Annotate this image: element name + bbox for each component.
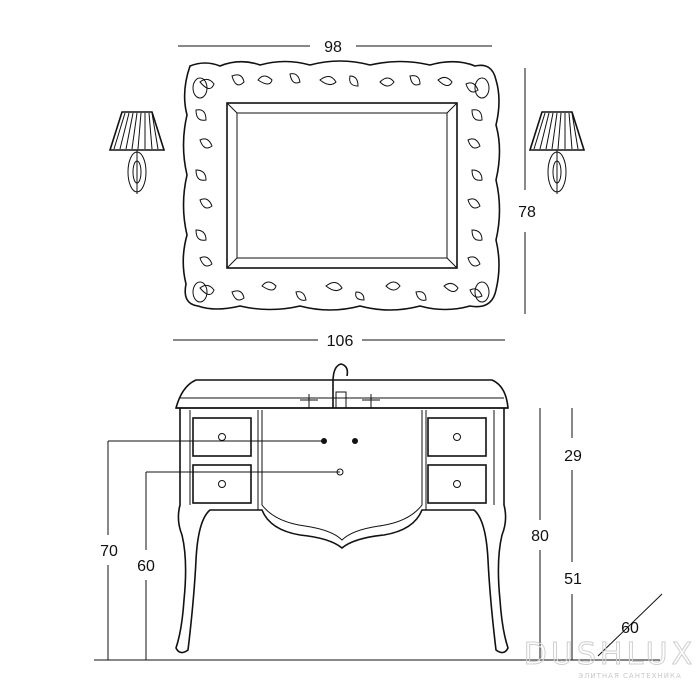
drawer-top-height-label: 70 bbox=[100, 543, 118, 560]
watermark-tagline: ЭЛИТНАЯ САНТЕХНИКА bbox=[578, 672, 682, 680]
lower-height-label: 51 bbox=[564, 571, 582, 588]
depth-label: 60 bbox=[621, 620, 639, 637]
dimension-lines bbox=[94, 45, 663, 661]
vanity-height-label: 80 bbox=[531, 528, 549, 545]
ornate-mirror-icon bbox=[182, 60, 501, 311]
vanity-width-label: 106 bbox=[327, 333, 354, 350]
wall-sconce-icon bbox=[528, 111, 586, 194]
drawer bbox=[427, 464, 487, 504]
drawer bbox=[192, 417, 252, 457]
upper-height-label: 29 bbox=[564, 448, 582, 465]
watermark-brand: DUSHLUX bbox=[524, 637, 696, 672]
faucet-icon bbox=[300, 363, 380, 409]
vanity-cabinet-icon bbox=[174, 379, 509, 654]
wall-sconce-icon bbox=[108, 111, 166, 194]
drawer-bottom-height-label: 60 bbox=[137, 558, 155, 575]
drawer bbox=[192, 464, 252, 504]
mirror-height-label: 78 bbox=[518, 204, 536, 221]
mirror-width-label: 98 bbox=[324, 39, 342, 56]
drawer bbox=[427, 417, 487, 457]
